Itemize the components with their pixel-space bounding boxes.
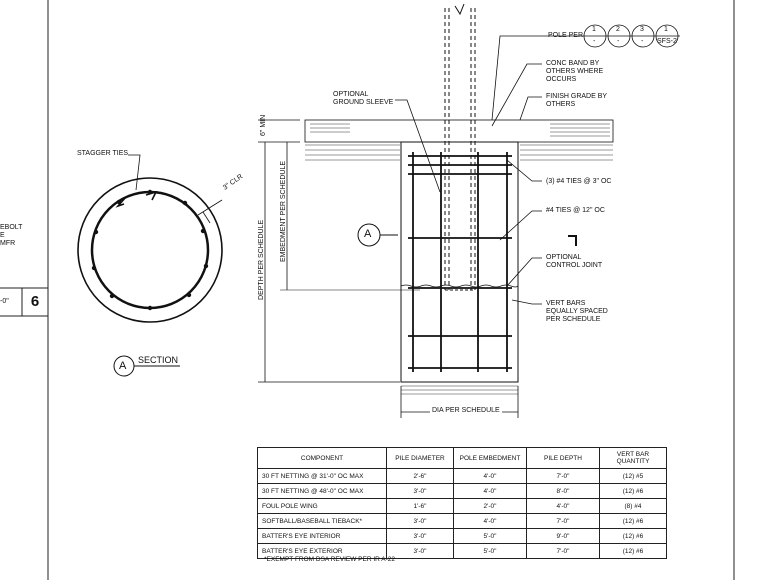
cell-vert-bars: (12) #6 — [599, 543, 667, 559]
fragment-text: MFR — [0, 240, 16, 247]
cell-component: SOFTBALL/BASEBALL TIEBACK* — [257, 513, 387, 529]
table-row: 30 FT NETTING @ 31'-0" OC MAX 2'-6" 4'-0… — [257, 468, 667, 484]
pole-per-label: POLE PER — [548, 32, 584, 39]
cell-embedment: 4'-0" — [453, 513, 527, 529]
column-header: VERT BAR QUANTITY — [599, 447, 667, 469]
cell-diameter: 2'-6" — [386, 468, 454, 484]
fragment-text: EBOLT — [0, 224, 23, 231]
cell-embedment: 5'-0" — [453, 543, 527, 559]
cell-embedment: 4'-0" — [453, 483, 527, 499]
table-row: 30 FT NETTING @ 48'-0" OC MAX 3'-0" 4'-0… — [257, 483, 667, 499]
cell-diameter: 3'-0" — [386, 513, 454, 529]
table-row: FOUL POLE WING 1'-6" 2'-0" 4'-0" (8) #4 — [257, 498, 667, 514]
cell-diameter: 3'-0" — [386, 483, 454, 499]
cell-depth: 7'-0" — [526, 468, 600, 484]
cell-diameter: 3'-0" — [386, 528, 454, 544]
min-6-label: 6" MIN — [260, 114, 267, 136]
callout-4-bottom: SFS-2 — [657, 38, 677, 45]
column-header: POLE EMBEDMENT — [453, 447, 527, 469]
cell-component: BATTER'S EYE EXTERIOR — [257, 543, 387, 559]
cell-component: BATTER'S EYE INTERIOR — [257, 528, 387, 544]
finish-grade-label: FINISH GRADE BY OTHERS — [546, 93, 607, 108]
cell-depth: 7'-0" — [526, 543, 600, 559]
depth-label: DEPTH PER SCHEDULE — [258, 219, 265, 300]
conc-band-label: CONC BAND BY OTHERS WHERE OCCURS — [546, 60, 604, 83]
cell-depth: 9'-0" — [526, 528, 600, 544]
column-header: PILE DEPTH — [526, 447, 600, 469]
ground-sleeve-label: OPTIONAL GROUND SLEEVE — [333, 91, 394, 106]
stagger-ties-label: STAGGER TIES — [77, 150, 129, 157]
fragment-scale: -0" — [0, 298, 9, 305]
column-header: COMPONENT — [257, 447, 387, 469]
cell-depth: 8'-0" — [526, 483, 600, 499]
callout-3-top: 3 — [640, 26, 644, 33]
cell-vert-bars: (12) #6 — [599, 528, 667, 544]
table-header-row: COMPONENT PILE DIAMETER POLE EMBEDMENT P… — [257, 447, 667, 469]
cell-embedment: 5'-0" — [453, 528, 527, 544]
cell-depth: 7'-0" — [526, 513, 600, 529]
cell-component: 30 FT NETTING @ 31'-0" OC MAX — [257, 468, 387, 484]
callout-4-top: 1 — [664, 26, 668, 33]
table-row: BATTER'S EYE INTERIOR 3'-0" 5'-0" 9'-0" … — [257, 528, 667, 544]
detail-number: 6 — [30, 293, 40, 310]
pile-elevation — [258, 3, 680, 418]
callout-3-bottom: - — [641, 38, 644, 45]
pile-schedule-table: COMPONENT PILE DIAMETER POLE EMBEDMENT P… — [257, 447, 667, 559]
ties-3-label: (3) #4 TIES @ 3" OC — [546, 178, 612, 185]
pile-section-circle — [77, 154, 223, 323]
cell-diameter: 3'-0" — [386, 543, 454, 559]
callout-1-bottom: - — [593, 38, 596, 45]
cell-vert-bars: (12) #5 — [599, 468, 667, 484]
cell-vert-bars: (12) #6 — [599, 483, 667, 499]
section-title: SECTION — [138, 355, 179, 365]
cell-diameter: 1'-6" — [386, 498, 454, 514]
fragment-text: E — [0, 232, 5, 239]
callout-2-top: 2 — [616, 26, 620, 33]
table-row: SOFTBALL/BASEBALL TIEBACK* 3'-0" 4'-0" 7… — [257, 513, 667, 529]
table-row: BATTER'S EYE EXTERIOR 3'-0" 5'-0" 7'-0" … — [257, 543, 667, 559]
control-joint-label: OPTIONAL CONTROL JOINT — [546, 254, 603, 269]
column-header: PILE DIAMETER — [386, 447, 454, 469]
section-marker-letter: A — [119, 360, 127, 372]
cell-component: FOUL POLE WING — [257, 498, 387, 514]
cell-embedment: 2'-0" — [453, 498, 527, 514]
section-cut-marker: A — [364, 228, 372, 240]
cell-vert-bars: (8) #4 — [599, 498, 667, 514]
vert-bars-label: VERT BARS EQUALLY SPACED PER SCHEDULE — [546, 300, 608, 323]
schedule-footnote: *EXEMPT FROM DSA REVIEW PER IR A-22 — [264, 556, 395, 563]
embedment-label: EMBEDMENT PER SCHEDULE — [280, 160, 287, 262]
cell-depth: 4'-0" — [526, 498, 600, 514]
callout-2-bottom: - — [617, 38, 620, 45]
cell-vert-bars: (12) #6 — [599, 513, 667, 529]
dia-label: DIA PER SCHEDULE — [430, 407, 502, 415]
callout-1-top: 1 — [592, 26, 596, 33]
cell-component: 30 FT NETTING @ 48'-0" OC MAX — [257, 483, 387, 499]
ties-12-label: #4 TIES @ 12" OC — [546, 207, 605, 214]
cell-embedment: 4'-0" — [453, 468, 527, 484]
